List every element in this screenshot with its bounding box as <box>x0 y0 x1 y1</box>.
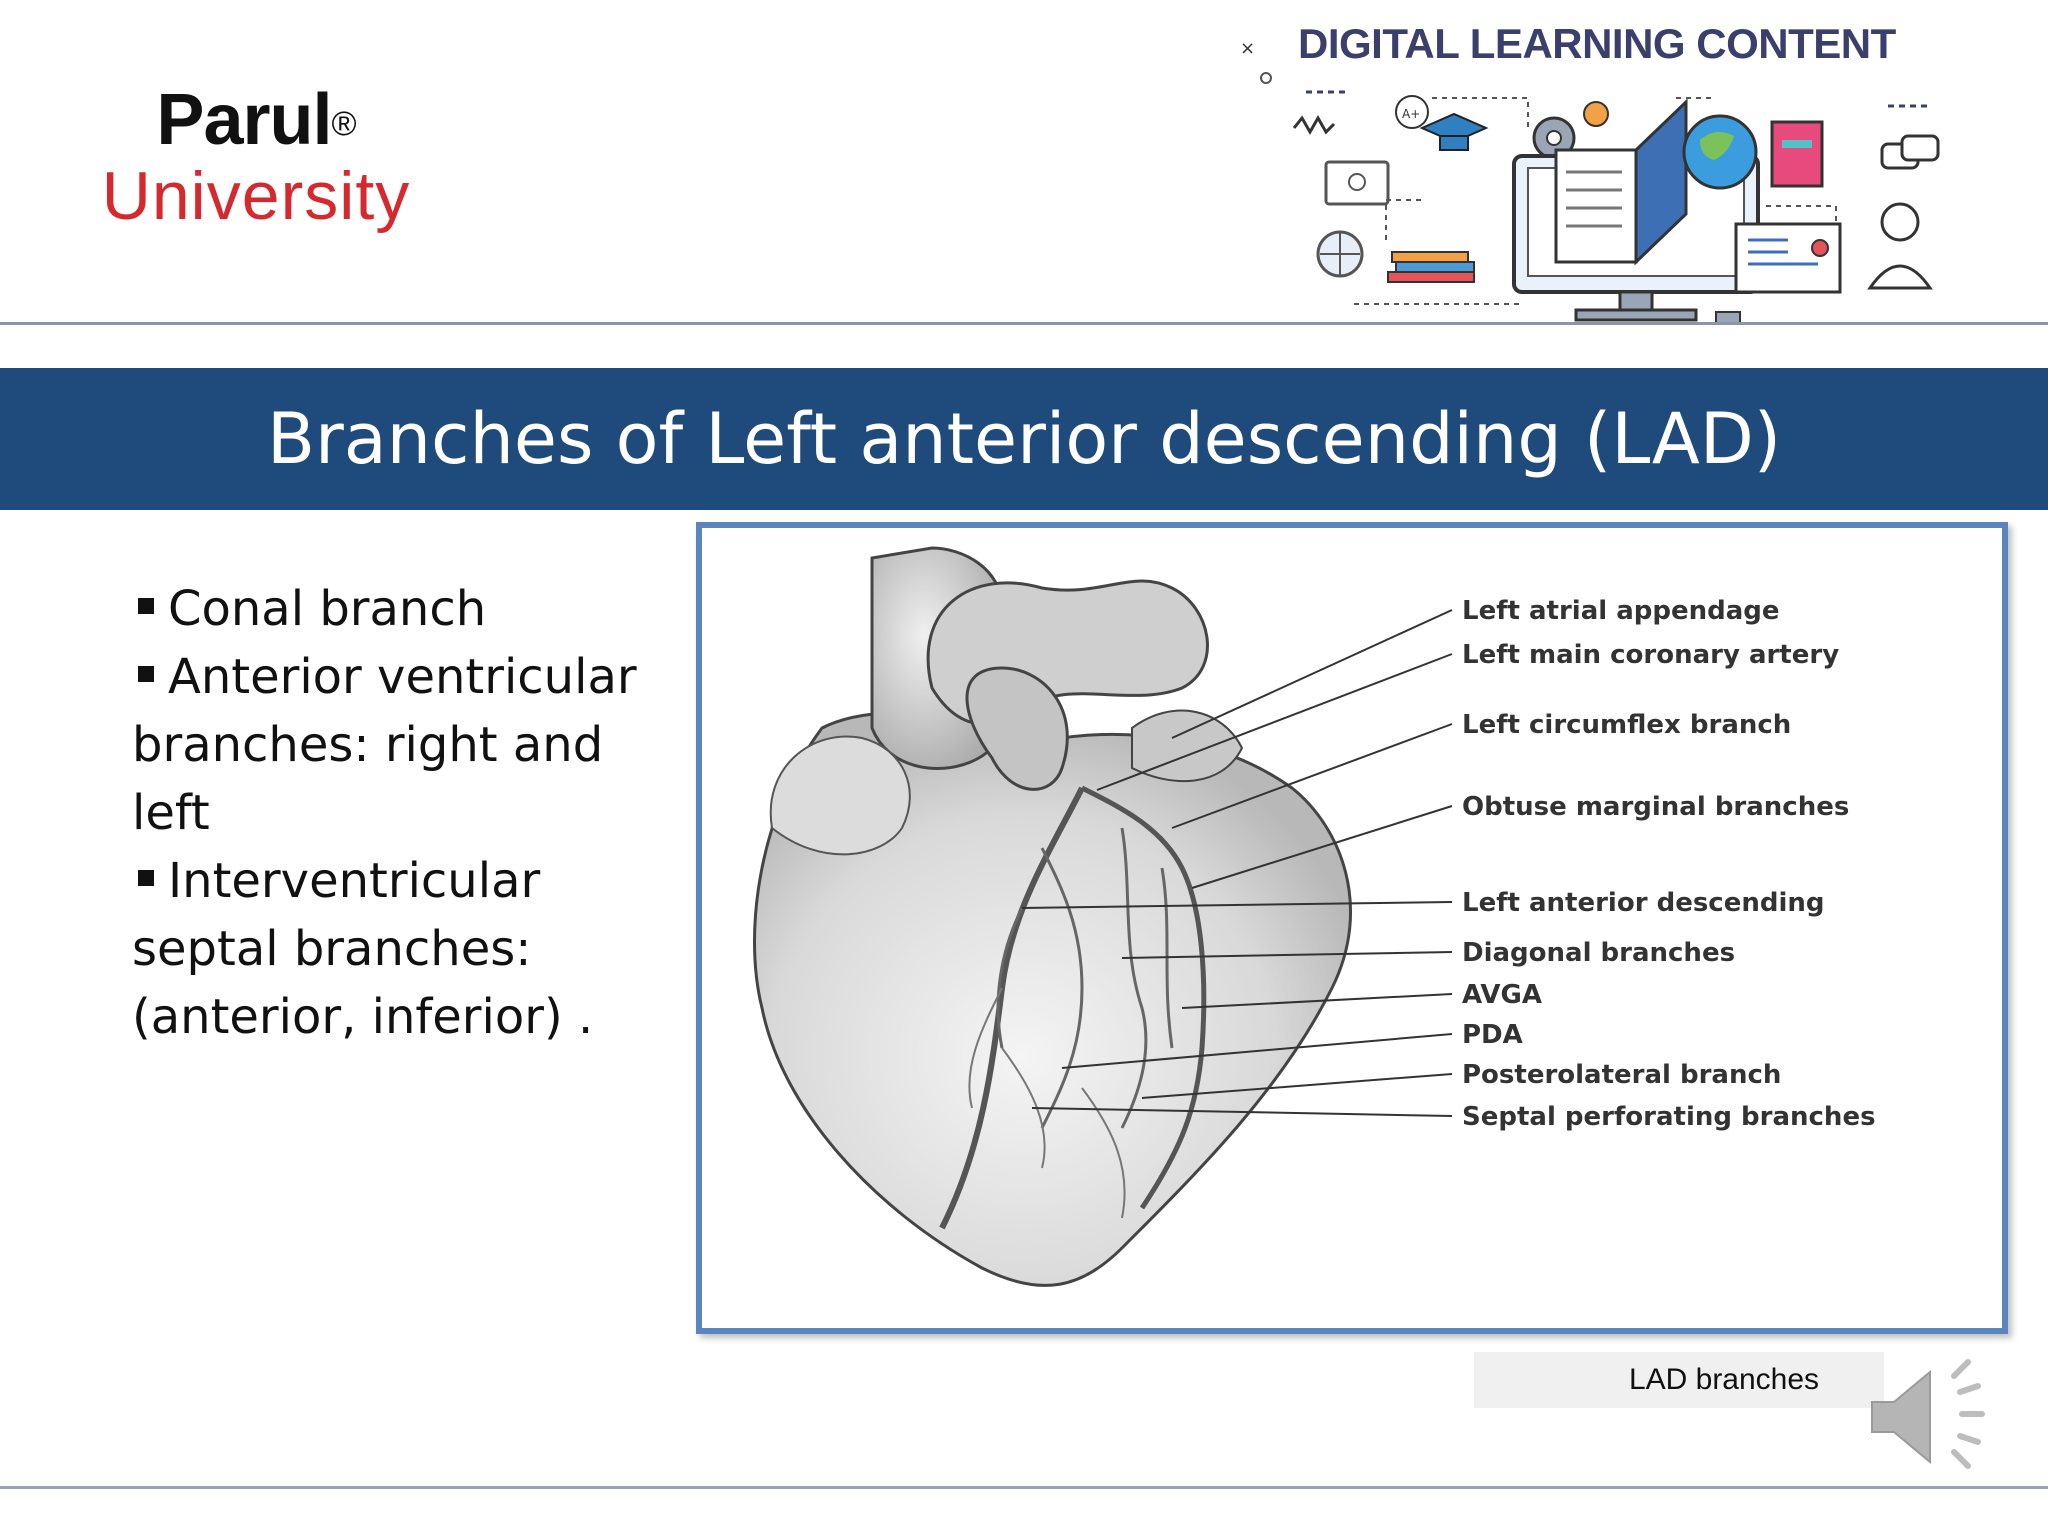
label-left-main-coronary-artery: Left main coronary artery <box>1462 640 1840 670</box>
svg-text:×: × <box>1240 38 1255 59</box>
heart-illustration <box>753 546 1453 1287</box>
speaker-icon[interactable] <box>1862 1352 1992 1482</box>
label-left-atrial-appendage: Left atrial appendage <box>1462 596 1780 626</box>
label-avga: AVGA <box>1462 980 1542 1010</box>
university-logo: Parul® University <box>86 80 426 232</box>
slide-title-bar: Branches of Left anterior descending (LA… <box>0 368 2048 510</box>
heart-diagram-figure: Left atrial appendage Left main coronary… <box>696 522 2008 1334</box>
footer-divider <box>0 1486 2048 1489</box>
bullet-list: Conal branch Anterior ventricular branch… <box>132 575 692 1051</box>
logo-parul-text: Parul <box>156 80 332 160</box>
label-diagonal-branches: Diagonal branches <box>1462 938 1736 968</box>
bullet-square-icon <box>138 598 154 614</box>
bullet-item-conal: Conal branch <box>132 575 692 643</box>
slide-title: Branches of Left anterior descending (LA… <box>266 398 1782 480</box>
label-left-circumflex-branch: Left circumflex branch <box>1462 710 1792 740</box>
bullet-item-septal: Interventricular septal branches: (anter… <box>132 853 594 1045</box>
bullet-square-icon <box>138 870 154 886</box>
label-posterolateral-branch: Posterolateral branch <box>1462 1060 1782 1090</box>
label-pda: PDA <box>1462 1020 1523 1050</box>
logo-university-text: University <box>101 158 411 234</box>
digital-learning-illustration: × A+ <box>1240 38 1940 325</box>
figure-caption: LAD branches <box>1628 1363 1820 1396</box>
digital-learning-banner: × A+ <box>1236 0 2048 325</box>
label-septal-perforating-branches: Septal perforating branches <box>1462 1102 1876 1132</box>
bullet-item-anterior-ventricular: Anterior ventricular branches: right and… <box>132 649 637 841</box>
banner-title: DIGITAL LEARNING CONTENT <box>1298 20 1896 67</box>
bullet-square-icon <box>138 666 154 682</box>
figure-caption-box: LAD branches <box>1474 1352 1884 1408</box>
svg-text:A+: A+ <box>1402 107 1420 121</box>
label-obtuse-marginal-branches: Obtuse marginal branches <box>1462 792 1850 822</box>
header-divider <box>0 322 2048 325</box>
registered-mark: ® <box>331 105 357 143</box>
label-left-anterior-descending: Left anterior descending <box>1462 888 1825 918</box>
